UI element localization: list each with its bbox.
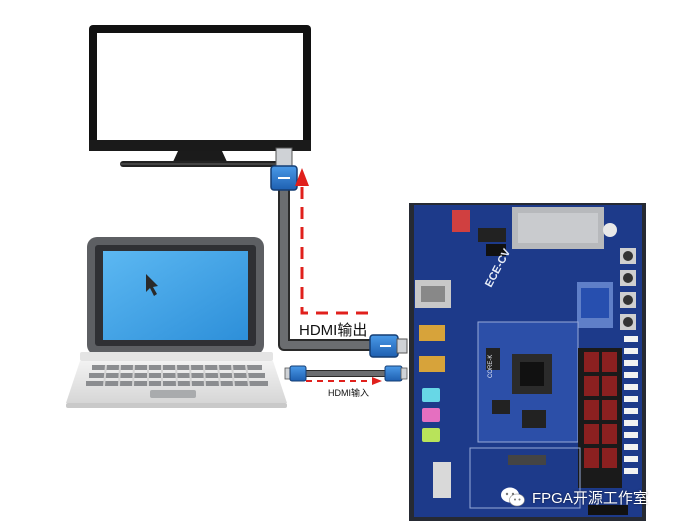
audio-jack [422,428,440,442]
watermark: FPGA开源工作室 [500,484,648,510]
watermark-text: FPGA开源工作室 [532,489,648,507]
core-label: CORE-K [488,355,494,378]
output-signal-arrow [295,168,368,315]
hdmi-connector-icon [284,365,307,382]
input-signal-arrow [306,377,382,385]
hdmi-input-cable [284,365,408,382]
hdmi-output-label: HDMI输出 [299,322,368,339]
hdmi-port [419,325,445,341]
hdmi-connector-icon [384,365,408,382]
hdmi-output-cable [270,147,408,358]
fpga-board-icon: ECE-CV CORE-K [409,203,646,521]
monitor-icon [89,25,311,167]
laptop-icon [66,237,287,408]
audio-jack [422,408,440,422]
hdmi-port [419,356,445,372]
hdmi-connector-icon [270,147,298,191]
cursor-icon [146,274,158,296]
wechat-icon [501,487,525,507]
hdmi-input-label: HDMI输入 [328,388,369,398]
hdmi-connector-icon [369,334,408,358]
audio-jack [422,388,440,402]
